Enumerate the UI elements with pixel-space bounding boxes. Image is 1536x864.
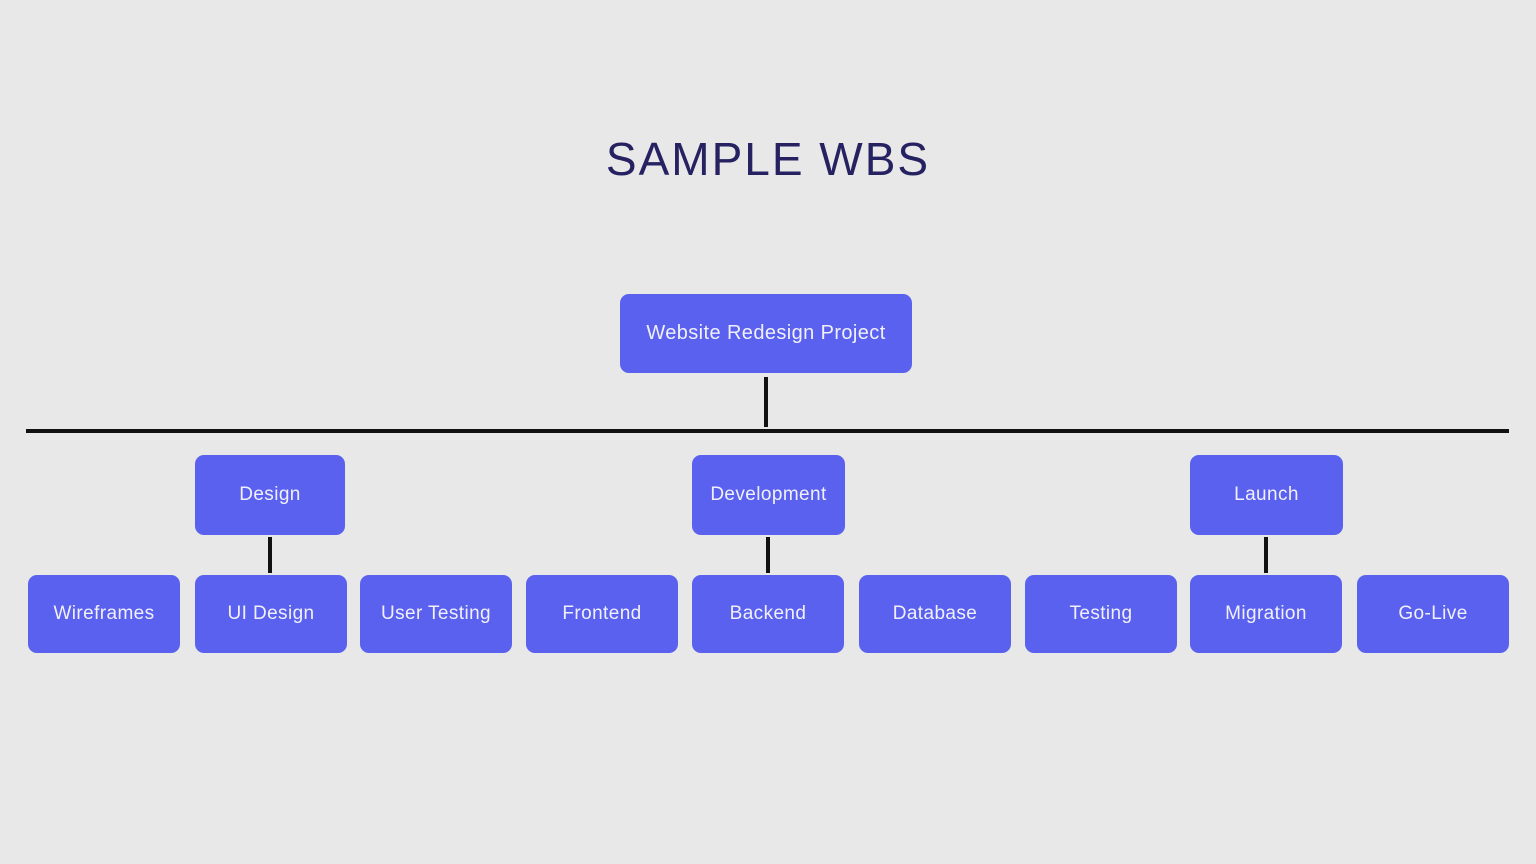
connector-launch (1264, 537, 1268, 573)
wbs-node-launch: Launch (1190, 455, 1343, 535)
page-title: SAMPLE WBS (605, 133, 931, 185)
wbs-node-frontend: Frontend (526, 575, 678, 653)
wbs-node-wireframes: Wireframes (28, 575, 180, 653)
wbs-node-development: Development (692, 455, 845, 535)
wbs-node-user-testing: User Testing (360, 575, 512, 653)
wbs-node-migration: Migration (1190, 575, 1342, 653)
wbs-node-go-live: Go-Live (1357, 575, 1509, 653)
connector-root (764, 377, 768, 427)
wbs-node-database: Database (859, 575, 1011, 653)
connector-design (268, 537, 272, 573)
wbs-node-ui-design: UI Design (195, 575, 347, 653)
wbs-node-website-redesign-project: Website Redesign Project (620, 294, 912, 373)
branch-line (26, 429, 1509, 433)
wbs-node-testing: Testing (1025, 575, 1177, 653)
wbs-node-backend: Backend (692, 575, 844, 653)
connector-development (766, 537, 770, 573)
wbs-node-design: Design (195, 455, 345, 535)
